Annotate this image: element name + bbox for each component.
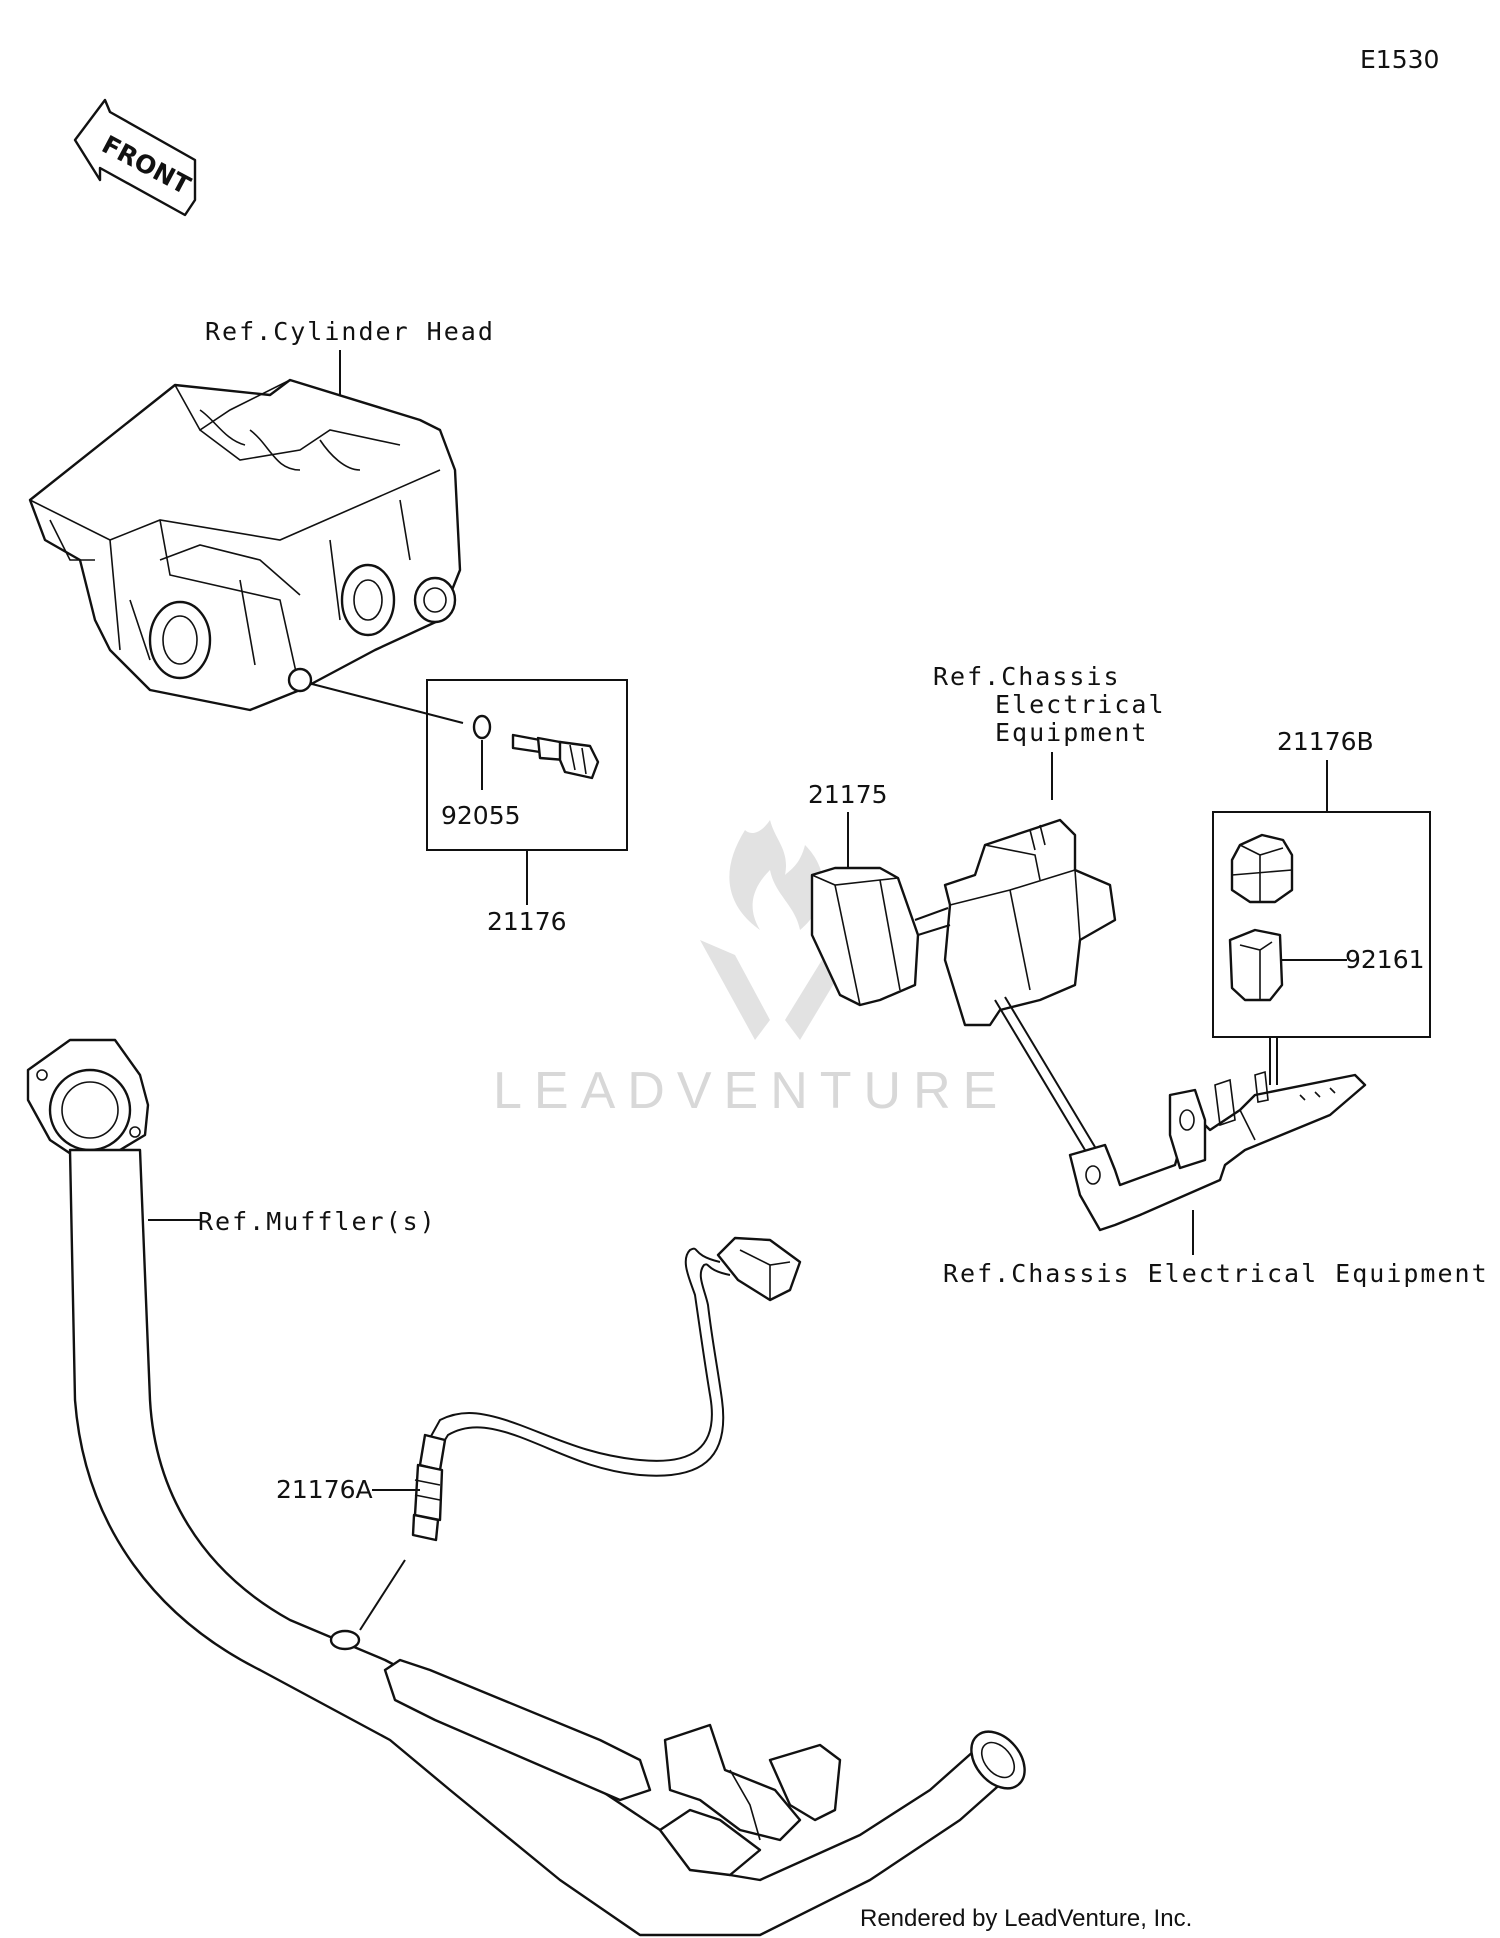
relay-21175-link-2 bbox=[917, 924, 951, 936]
relay-21175-link bbox=[914, 907, 949, 921]
ref-chassis-top-line2: Electrical bbox=[995, 690, 1166, 719]
ref-chassis-top-line3: Equipment bbox=[995, 718, 1148, 747]
watermark-text: LEADVENTURE bbox=[493, 1062, 1009, 1120]
muffler-illustration bbox=[26, 1038, 1026, 1937]
diagram-code: E1530 bbox=[1360, 45, 1439, 74]
bracket-icon bbox=[1068, 1070, 1367, 1232]
credit-text: Rendered by LeadVenture, Inc. bbox=[860, 1905, 1192, 1932]
ref-chassis-bottom-label: Ref.Chassis Electrical Equipment bbox=[943, 1259, 1489, 1288]
cylinder-head-leader bbox=[311, 683, 464, 724]
part-label-21176: 21176 bbox=[487, 907, 567, 936]
ref-chassis-top-line1: Ref.Chassis bbox=[933, 662, 1121, 691]
connector-cover-92161-icon bbox=[1228, 928, 1284, 1002]
group-box-21176: 21176 bbox=[426, 679, 628, 936]
ref-muffler-label: Ref.Muffler(s) bbox=[198, 1207, 437, 1236]
speed-sensor-connector-icon bbox=[1230, 833, 1294, 904]
part-label-21175: 21175 bbox=[808, 780, 888, 809]
part-label-21176A: 21176A bbox=[276, 1475, 373, 1504]
relay-to-bracket-line bbox=[994, 999, 1086, 1151]
gasket-92055-icon bbox=[472, 714, 492, 740]
watermark: LEADVENTURE bbox=[493, 820, 1009, 1120]
part-label-92055: 92055 bbox=[441, 801, 521, 830]
ref-cylinder-head-label: Ref.Cylinder Head bbox=[205, 317, 495, 346]
front-direction-arrow-icon: FRONT bbox=[73, 98, 197, 217]
part-label-92161: 92161 bbox=[1345, 945, 1425, 974]
group-box-21176B bbox=[1212, 811, 1431, 1038]
part-label-21176B: 21176B bbox=[1277, 727, 1374, 756]
temperature-sensor-icon bbox=[511, 733, 600, 780]
oxygen-sensor-21176A-icon bbox=[411, 1236, 802, 1542]
relay-21175-icon bbox=[810, 866, 920, 1007]
part-21176A-to-pipe bbox=[359, 1559, 406, 1631]
relay-to-bracket-line-2 bbox=[1004, 996, 1096, 1148]
cylinder-head-illustration bbox=[28, 378, 462, 712]
relay-holder-icon bbox=[943, 818, 1117, 1027]
